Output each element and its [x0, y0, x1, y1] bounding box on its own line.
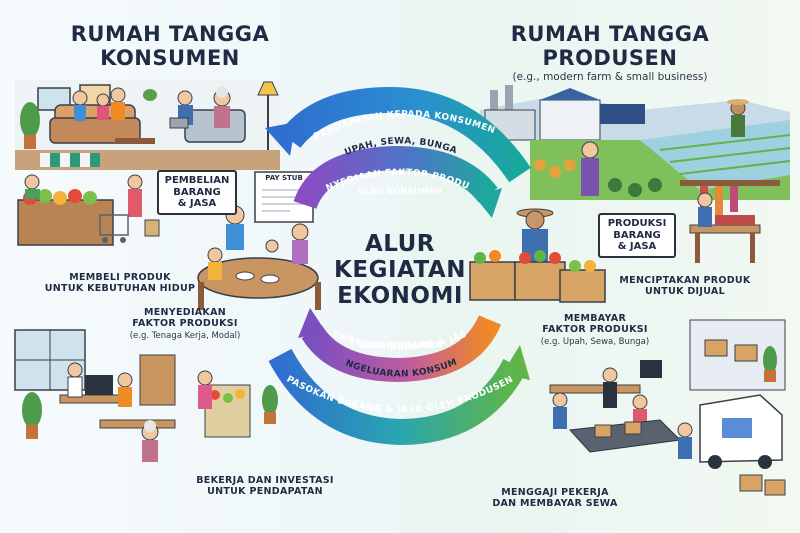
flow-label-purchase-line2: OLEH KONSUMEN — [335, 342, 465, 352]
paystub-label: PAY STUB — [258, 174, 310, 182]
producer-subtitle: (e.g., modern farm & small business) — [480, 71, 740, 83]
caption-pay-factors: MEMBAYAR FAKTOR PRODUKSI — [500, 314, 690, 336]
caption-buy-products: MEMBELI PRODUK UNTUK KEBUTUHAN HIDUP — [15, 273, 225, 295]
producer-title-line2: PRODUSEN — [490, 46, 730, 70]
sign-purchase: PEMBELIAN BARANG & JASA — [157, 170, 237, 215]
flow-label-factor-supply-line2: OLEH KONSUMEN — [330, 188, 470, 198]
caption-hire-rent: MENGGAJI PEKERJA DAN MEMBAYAR SEWA — [455, 488, 655, 510]
producer-title-line1: RUMAH TANGGA — [490, 22, 730, 46]
caption-pay-factors-sub: (e.g. Upah, Sewa, Bunga) — [500, 338, 690, 348]
caption-provide-factors-sub: (e.g. Tenaga Kerja, Modal) — [85, 332, 285, 342]
office-scene — [15, 330, 278, 462]
consumer-title-line1: RUMAH TANGGA — [55, 22, 285, 46]
center-title: ALUR KEGIATAN EKONOMI — [330, 232, 470, 309]
caption-provide-factors: MENYEDIAKAN FAKTOR PRODUKSI — [85, 308, 285, 330]
sign-production: PRODUKSI BARANG & JASA — [598, 213, 676, 258]
consumer-title: RUMAH TANGGA KONSUMEN — [55, 22, 285, 70]
caption-work-invest: BEKERJA DAN INVESTASI UNTUK PENDAPATAN — [165, 476, 365, 498]
consumer-title-line2: KONSUMEN — [55, 46, 285, 70]
producer-title: RUMAH TANGGA PRODUSEN — [490, 22, 730, 70]
caption-create-products: MENCIPTAKAN PRODUK UNTUK DIJUAL — [585, 276, 785, 298]
